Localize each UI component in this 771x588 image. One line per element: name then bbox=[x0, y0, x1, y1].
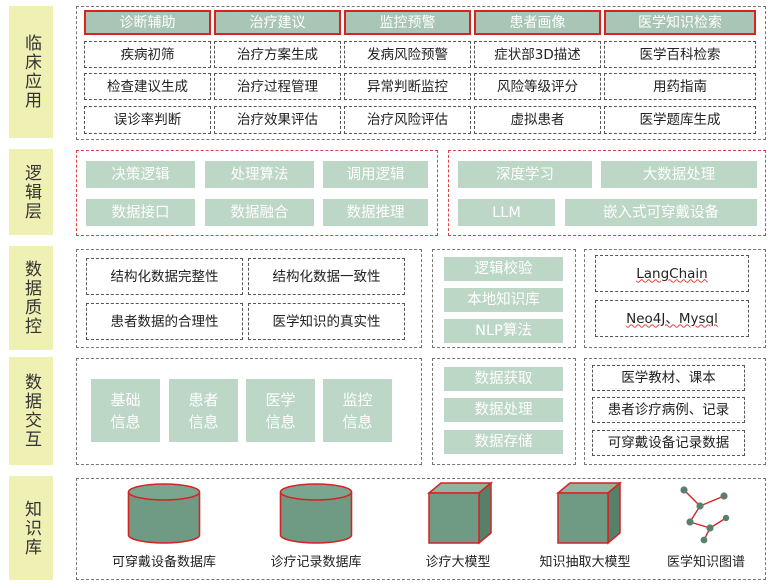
item-misdiagnosis-rate: 误诊率判断 bbox=[84, 106, 211, 134]
item-treatment-risk: 治疗风险评估 bbox=[344, 106, 471, 134]
check-struct-consistency: 结构化数据一致性 bbox=[248, 258, 405, 295]
logic-wearable: 嵌入式可穿戴设备 bbox=[565, 199, 757, 226]
check-knowledge-authenticity: 医学知识的真实性 bbox=[248, 303, 405, 340]
layer-label-knowledge: 知识库 bbox=[9, 476, 53, 580]
logic-data-fusion: 数据融合 bbox=[205, 199, 314, 226]
logic-left-frame bbox=[76, 150, 438, 236]
layer-label-interaction: 数据交互 bbox=[9, 357, 53, 465]
tool-neo4j-mysql: Neo4J、Mysql bbox=[595, 300, 749, 337]
knowledge-section-frame bbox=[76, 478, 766, 580]
clinical-section-frame bbox=[76, 6, 766, 140]
item-question-bank: 医学题库生成 bbox=[604, 106, 756, 134]
interaction-process: 数据处理 bbox=[444, 398, 563, 422]
knowledge-label-diagnosis-model: 诊疗大模型 bbox=[425, 555, 491, 570]
interaction-acquire: 数据获取 bbox=[444, 367, 563, 391]
item-symptom-3d: 症状部3D描述 bbox=[474, 41, 601, 68]
item-disease-screening: 疾病初筛 bbox=[84, 41, 211, 68]
logic-data-inference: 数据推理 bbox=[323, 199, 428, 226]
interaction-sources-frame bbox=[584, 358, 766, 465]
logic-llm: LLM bbox=[458, 199, 555, 226]
layer-label-quality: 数据质控 bbox=[9, 246, 53, 350]
header-patient-profile: 患者画像 bbox=[474, 10, 601, 35]
logic-data-interface: 数据接口 bbox=[86, 199, 195, 226]
item-treatment-plan: 治疗方案生成 bbox=[214, 41, 341, 68]
logic-algorithm: 处理算法 bbox=[205, 161, 314, 188]
interaction-store: 数据存储 bbox=[444, 430, 563, 454]
source-textbooks: 医学教材、课本 bbox=[592, 365, 745, 391]
model-cube-icon bbox=[556, 481, 622, 545]
item-anomaly-monitor: 异常判断监控 bbox=[344, 73, 471, 100]
source-wearable-records: 可穿戴设备记录数据 bbox=[592, 430, 745, 456]
item-medication-guide: 用药指南 bbox=[604, 73, 756, 100]
header-diagnosis-assist: 诊断辅助 bbox=[84, 10, 211, 35]
item-onset-risk-alert: 发病风险预警 bbox=[344, 41, 471, 68]
layer-label-clinical: 临床应用 bbox=[9, 6, 53, 138]
logic-invocation: 调用逻辑 bbox=[323, 161, 428, 188]
knowledge-label-records-db: 诊疗记录数据库 bbox=[270, 555, 362, 570]
header-medical-knowledge-search: 医学知识检索 bbox=[604, 10, 756, 35]
info-patient: 患者信息 bbox=[169, 379, 238, 442]
check-patient-plausibility: 患者数据的合理性 bbox=[86, 303, 243, 340]
database-icon bbox=[127, 483, 201, 544]
quality-tools-frame bbox=[584, 249, 766, 348]
knowledge-graph-icon bbox=[680, 486, 730, 544]
logic-right-frame bbox=[448, 150, 766, 236]
database-icon bbox=[279, 483, 353, 544]
quality-checks-frame bbox=[76, 249, 422, 348]
interaction-middle-frame bbox=[432, 358, 576, 465]
quality-middle-frame bbox=[432, 249, 576, 348]
check-struct-completeness: 结构化数据完整性 bbox=[86, 258, 243, 295]
header-treatment-advice: 治疗建议 bbox=[214, 10, 341, 35]
knowledge-label-wearable-db: 可穿戴设备数据库 bbox=[111, 555, 216, 570]
info-monitoring: 监控信息 bbox=[323, 379, 392, 442]
logic-decision: 决策逻辑 bbox=[86, 161, 195, 188]
tool-langchain: LangChain bbox=[595, 255, 749, 292]
item-encyclopedia-search: 医学百科检索 bbox=[604, 41, 756, 68]
quality-logic-check: 逻辑校验 bbox=[444, 257, 563, 281]
item-risk-score: 风险等级评分 bbox=[474, 73, 601, 100]
logic-deep-learning: 深度学习 bbox=[458, 161, 592, 188]
info-basic: 基础信息 bbox=[91, 379, 160, 442]
knowledge-label-graph: 医学知识图谱 bbox=[666, 555, 745, 570]
info-medical: 医学信息 bbox=[246, 379, 315, 442]
layer-label-logic: 逻辑层 bbox=[9, 149, 53, 235]
knowledge-label-extraction-model: 知识抽取大模型 bbox=[539, 555, 631, 570]
source-patient-records: 患者诊疗病例、记录 bbox=[592, 397, 745, 423]
item-virtual-patient: 虚拟患者 bbox=[474, 106, 601, 134]
item-exam-suggestion: 检查建议生成 bbox=[84, 73, 211, 100]
logic-big-data: 大数据处理 bbox=[601, 161, 757, 188]
quality-local-kb: 本地知识库 bbox=[444, 288, 563, 312]
item-treatment-effect: 治疗效果评估 bbox=[214, 106, 341, 134]
interaction-info-frame bbox=[76, 358, 422, 465]
item-treatment-process: 治疗过程管理 bbox=[214, 73, 341, 100]
quality-nlp: NLP算法 bbox=[444, 319, 563, 343]
model-cube-icon bbox=[427, 481, 493, 545]
header-monitoring-alert: 监控预警 bbox=[344, 10, 471, 35]
